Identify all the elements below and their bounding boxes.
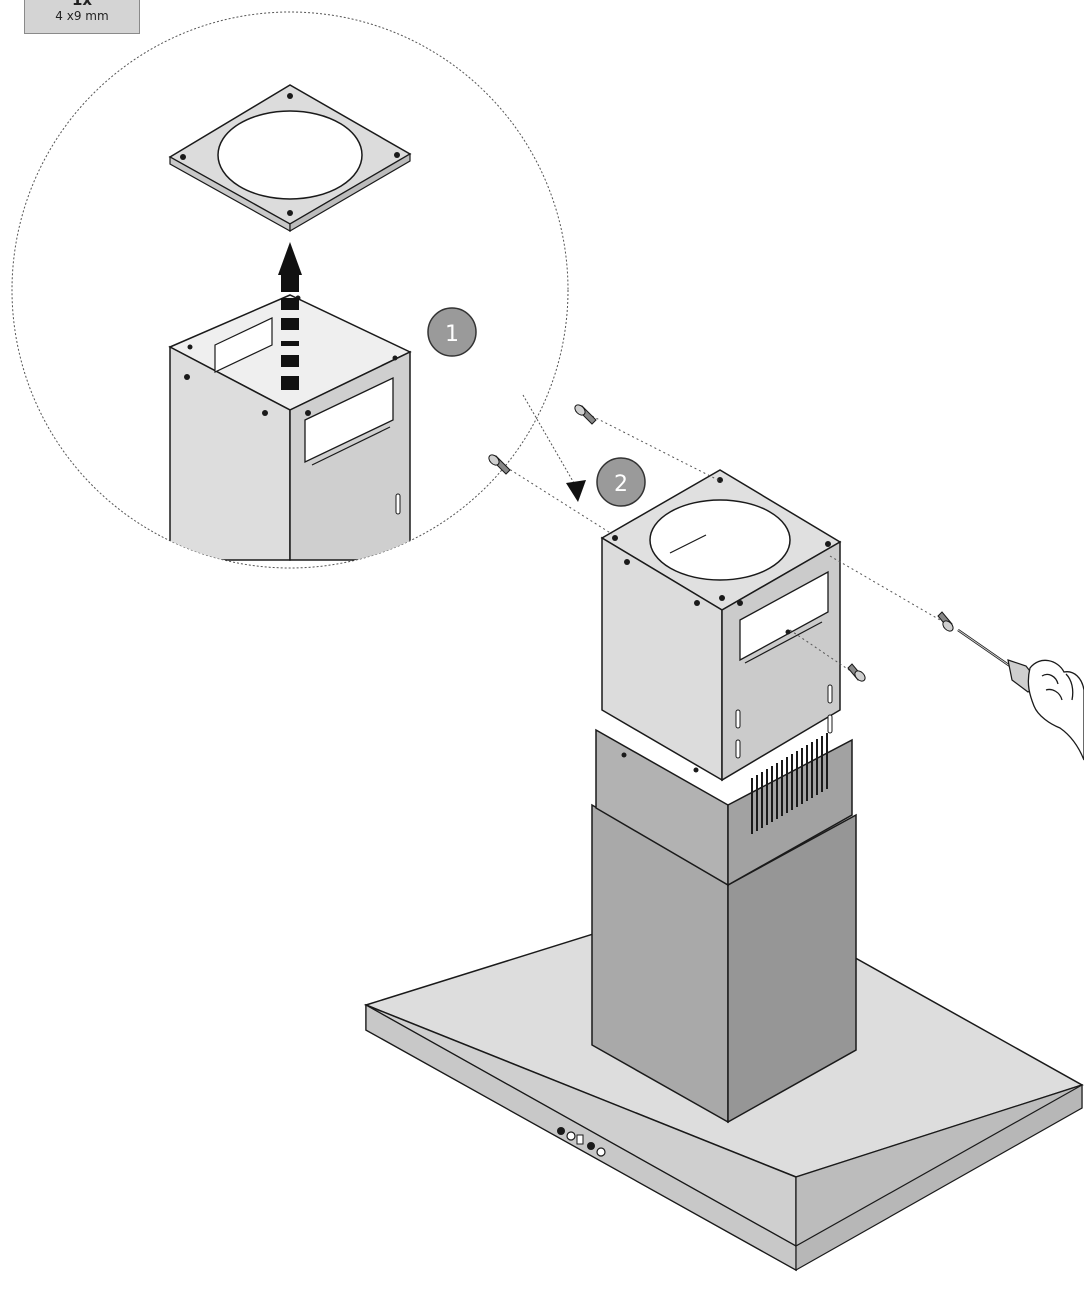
inner-chimney-detail xyxy=(168,294,412,561)
detail-content xyxy=(168,84,412,561)
step-1-label: 1 xyxy=(445,322,459,347)
insert-arrow-icon xyxy=(566,480,586,502)
power-button-icon xyxy=(557,1127,565,1135)
step-2-label: 2 xyxy=(614,472,628,497)
vent-grille xyxy=(751,733,828,834)
step-1-badge: 1 xyxy=(427,307,477,357)
step-2-badge: 2 xyxy=(596,457,646,507)
screwdriver-icon xyxy=(957,628,1041,693)
fan-housing xyxy=(595,728,853,887)
display-icon xyxy=(576,1134,584,1145)
hand-icon xyxy=(1027,659,1084,761)
lower-chimney xyxy=(591,803,857,1124)
detail-pointer-line xyxy=(522,394,579,491)
screw-side-upper xyxy=(937,611,954,632)
plate-duct-hole xyxy=(217,110,363,200)
screw-top-left xyxy=(488,454,511,475)
duct-opening xyxy=(649,499,791,581)
fan-up-button-icon xyxy=(587,1142,595,1150)
detail-magnifier xyxy=(11,11,579,569)
inner-chimney xyxy=(600,469,842,782)
detail-circle-outline xyxy=(11,11,569,569)
screw-guides xyxy=(505,415,941,673)
lift-arrow-icon xyxy=(278,242,302,390)
screw-size: 4 x9 mm xyxy=(55,9,109,23)
screw-top-right xyxy=(574,404,597,425)
top-bracket-plate xyxy=(168,84,412,233)
screw-parts-badge: 1x 4 x9 mm xyxy=(24,0,140,34)
screw-side-lower xyxy=(847,663,866,682)
screw-quantity: 1x xyxy=(71,0,93,9)
control-panel xyxy=(557,1127,606,1157)
fan-down-button-icon xyxy=(566,1131,576,1141)
light-button-icon xyxy=(596,1147,606,1157)
